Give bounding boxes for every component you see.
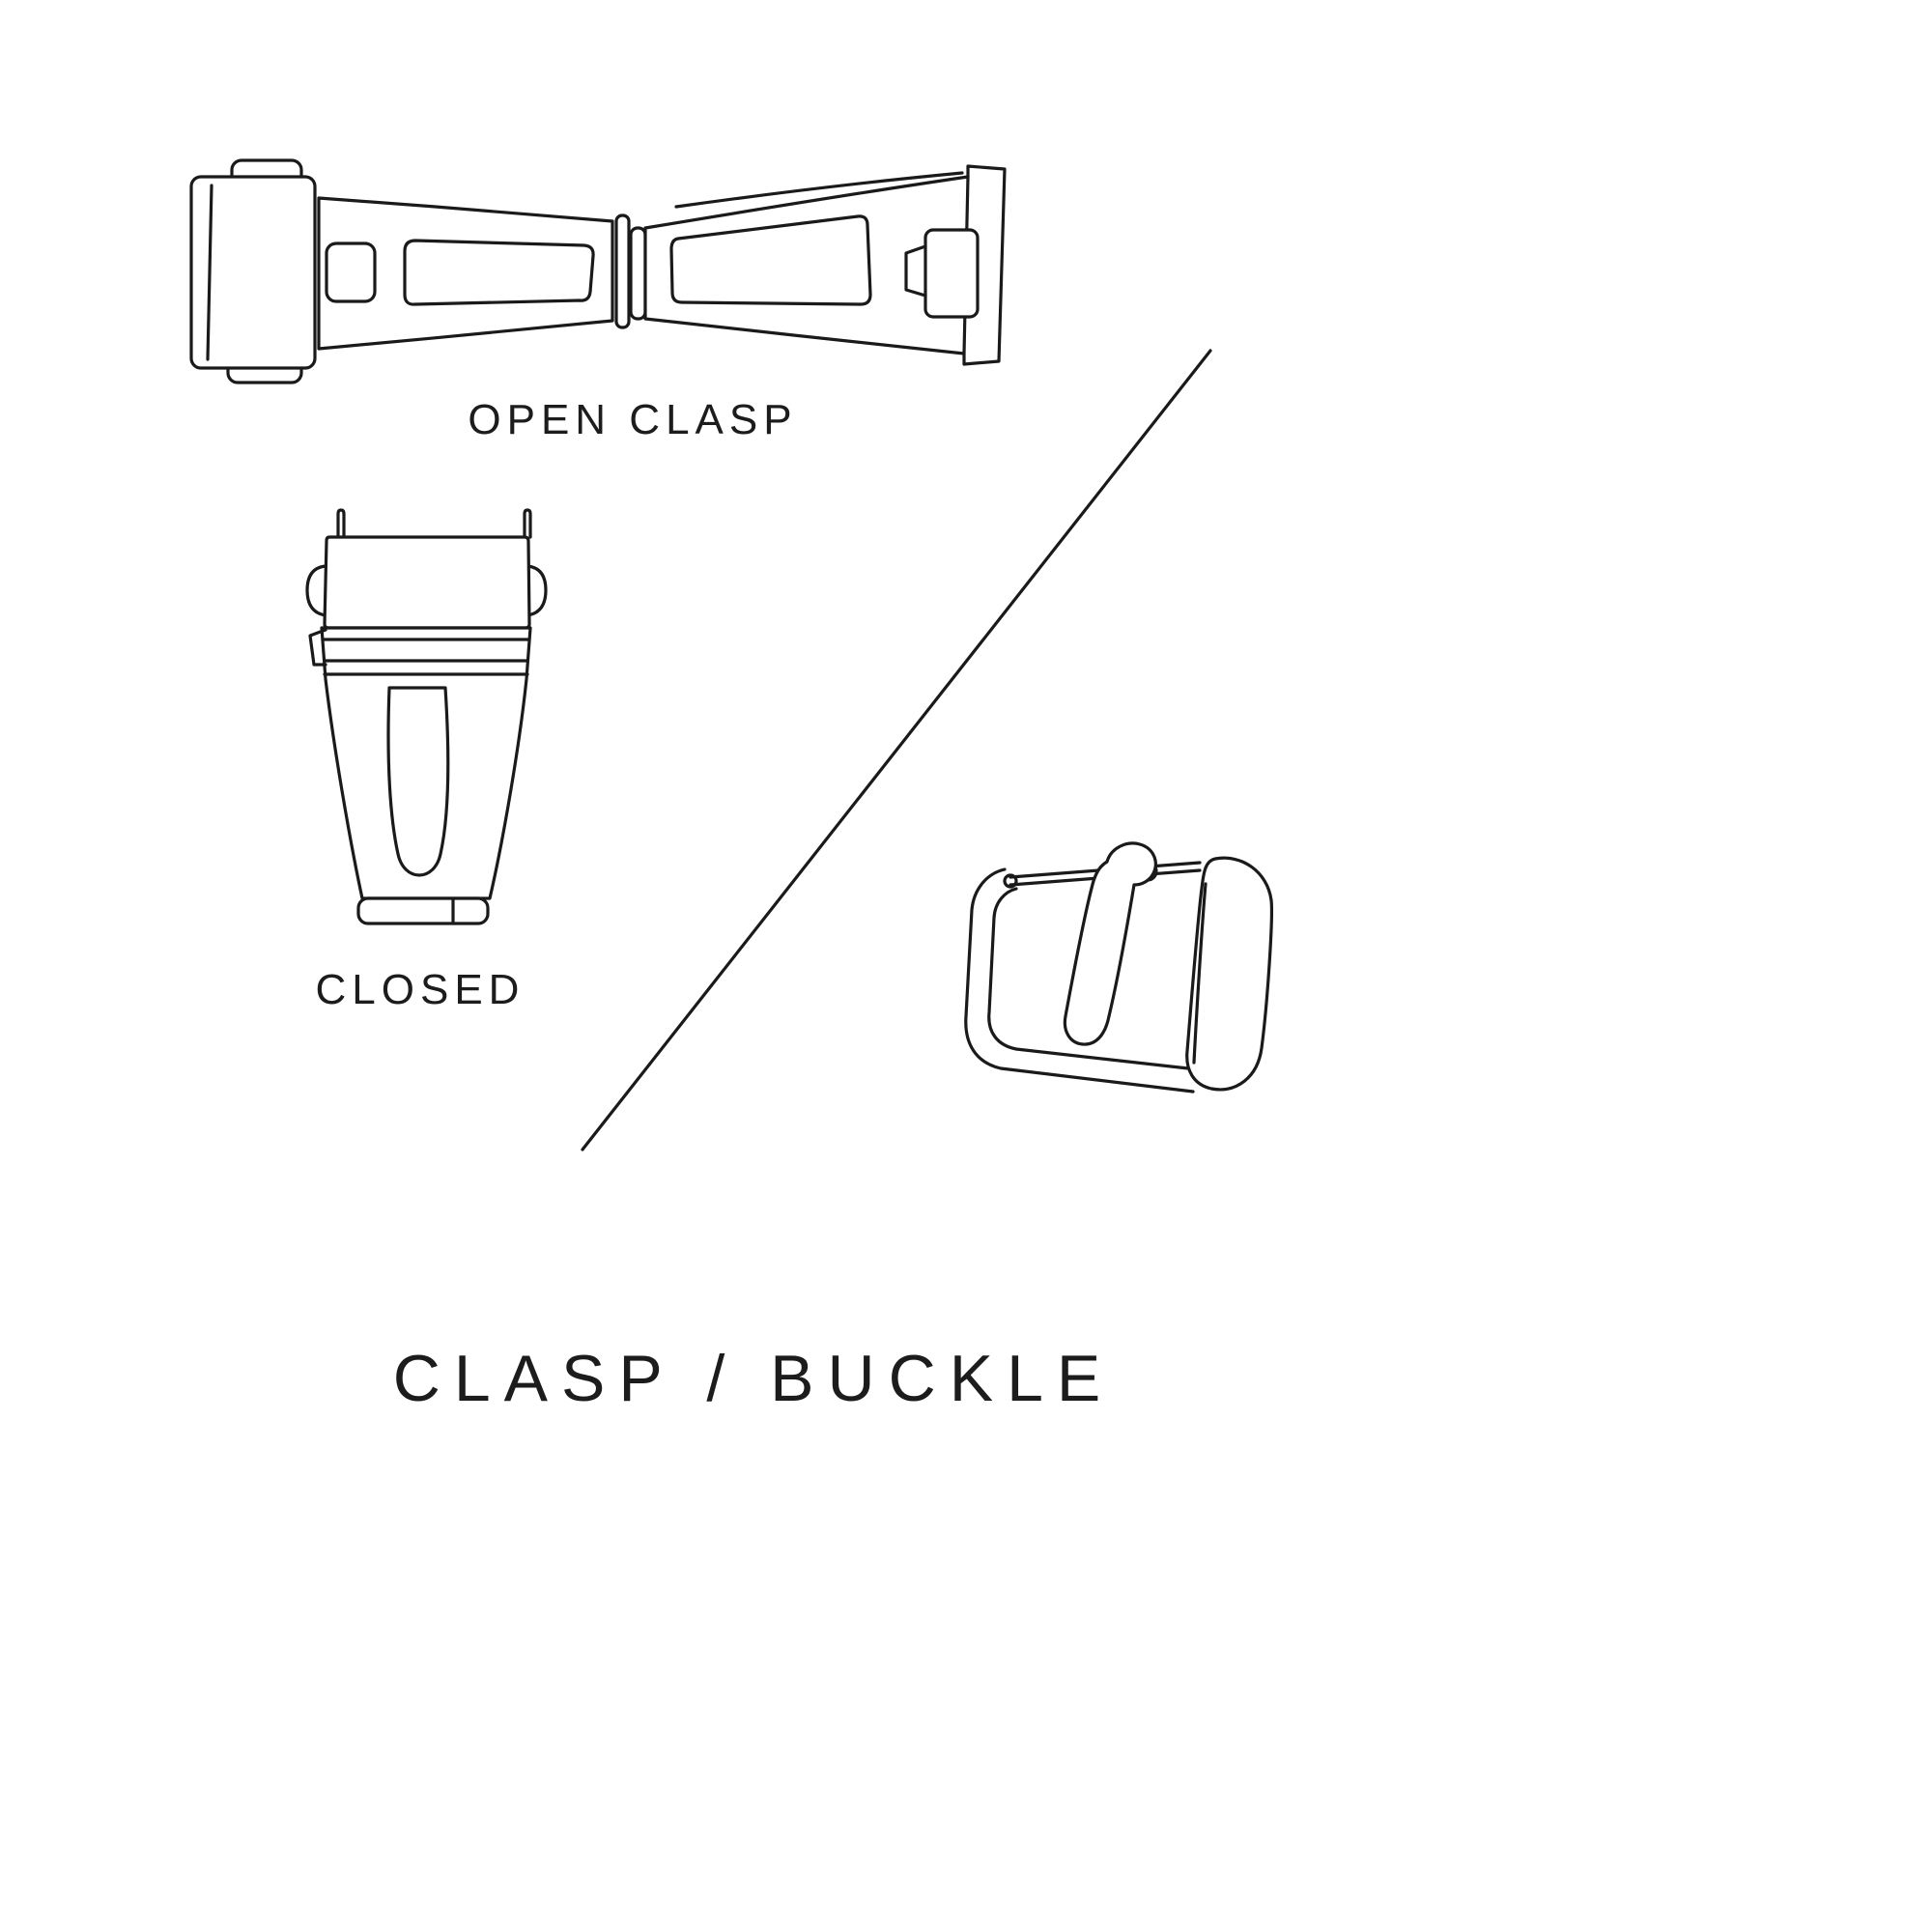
open-clasp-illustration [189,158,1007,384]
closed-label: CLOSED [315,966,526,1013]
divider-line [581,349,1212,1151]
closed-clasp-illustration [305,508,548,925]
buckle-illustration [964,841,1273,1094]
page-title: CLASP / BUCKLE [392,1342,1115,1415]
open-clasp-label: OPEN CLASP [468,396,798,443]
